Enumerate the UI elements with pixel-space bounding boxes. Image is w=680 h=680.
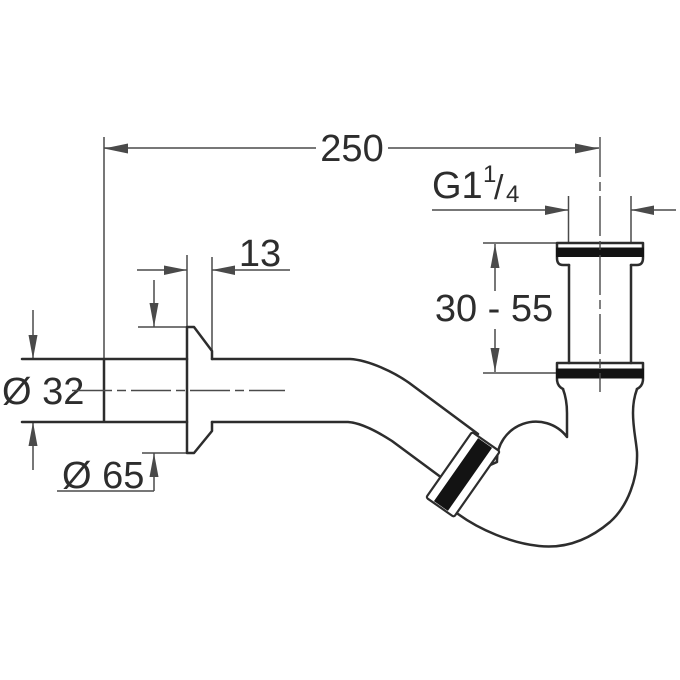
arrowhead-right bbox=[545, 205, 569, 215]
dim-flange-diameter-label: Ø 65 bbox=[62, 455, 144, 497]
dim-overall-width-label: 250 bbox=[320, 128, 383, 170]
inclined-union-nut bbox=[425, 431, 501, 518]
arrowhead-right bbox=[575, 143, 599, 154]
dim-projection-label: 13 bbox=[239, 233, 281, 275]
arrowhead-left bbox=[104, 143, 128, 154]
arrowhead-right bbox=[164, 265, 187, 275]
dim-thread-label: G1 bbox=[432, 165, 483, 207]
arrowhead-up bbox=[149, 453, 159, 477]
dimension-height-range: 30 - 55 bbox=[435, 242, 557, 374]
dimension-projection: 13 bbox=[137, 233, 290, 359]
dimension-pipe-diameter: Ø 32 bbox=[2, 310, 84, 470]
dim-pipe-diameter-label: Ø 32 bbox=[2, 371, 84, 413]
extension-lines bbox=[186, 255, 213, 359]
dim-thread-numerator: 1 bbox=[483, 161, 496, 188]
arrowhead-up bbox=[28, 422, 38, 446]
arrowhead-down bbox=[28, 335, 38, 359]
dimension-overall-width: 250 bbox=[103, 128, 599, 359]
arrowhead-up bbox=[490, 244, 500, 268]
arrowhead-left bbox=[631, 205, 654, 215]
arrowhead-down bbox=[490, 348, 500, 372]
outlet-tube-walls bbox=[567, 263, 633, 365]
extension-lines bbox=[138, 326, 187, 454]
inclined-seal-band bbox=[433, 438, 493, 511]
arrowhead-down bbox=[149, 303, 159, 327]
extension-lines bbox=[483, 242, 557, 374]
inlet-tube-outline bbox=[20, 357, 480, 497]
dimension-flange-diameter: Ø 65 bbox=[57, 280, 187, 497]
extension-lines bbox=[567, 196, 632, 242]
dim-height-range-label: 30 - 55 bbox=[435, 288, 553, 330]
dim-thread-denominator: 4 bbox=[506, 181, 519, 208]
dim-thread-slash: / bbox=[494, 169, 504, 207]
top-seal-band bbox=[556, 247, 644, 257]
pipe-body bbox=[20, 137, 645, 548]
arrowhead-left bbox=[212, 265, 235, 275]
dimension-thread: G1 1 / 4 bbox=[432, 161, 676, 242]
wall-rosette-outline bbox=[185, 325, 214, 455]
trap-bend-outline bbox=[448, 387, 639, 548]
